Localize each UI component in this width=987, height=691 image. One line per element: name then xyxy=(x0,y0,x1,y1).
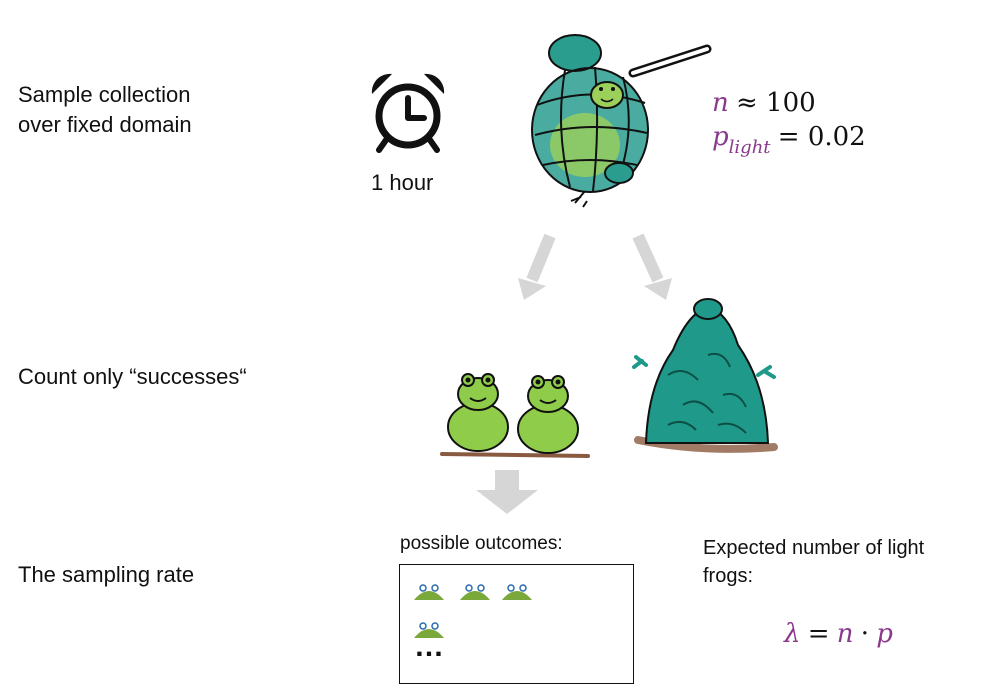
light-frog xyxy=(447,373,509,452)
row-label-sample-collection: Sample collection over fixed domain xyxy=(18,82,192,137)
n-relation: ≈ 100 xyxy=(735,88,816,118)
frog-head-icon xyxy=(414,584,444,600)
outcome-frogs xyxy=(414,584,532,638)
formula-n: n xyxy=(836,619,854,649)
timer-label: 1 hour xyxy=(371,170,434,195)
row-label-sampling-rate: The sampling rate xyxy=(18,562,195,587)
param-n: n ≈ 100 xyxy=(712,86,816,119)
formula-equals: = xyxy=(807,619,830,649)
frog-head-icon xyxy=(460,584,490,600)
formula-dot: · xyxy=(860,619,869,649)
formula-p: p xyxy=(876,619,893,649)
arrow-right xyxy=(632,233,672,300)
arrow-left xyxy=(518,233,556,300)
expected-text: Expected number of light frogs: xyxy=(703,537,925,587)
row-label-count-successes: Count only “successes“ xyxy=(18,364,247,389)
p-relation: = 0.02 xyxy=(777,122,866,152)
frog-face-in-net xyxy=(590,81,624,109)
light-frogs-illustration xyxy=(440,373,590,458)
light-frog xyxy=(517,375,579,454)
p-subscript: light xyxy=(728,137,771,158)
dark-frogs-pile-illustration xyxy=(632,298,778,453)
frog-net-illustration xyxy=(531,34,712,208)
split-arrows xyxy=(518,233,672,300)
lambda-formula: λ = n · p xyxy=(784,618,893,649)
outcomes-title: possible outcomes: xyxy=(400,533,563,554)
param-p: plight = 0.02 xyxy=(712,120,866,164)
down-arrow xyxy=(476,470,538,514)
alarm-clock-icon xyxy=(371,73,445,153)
frog-head-icon xyxy=(414,622,444,638)
n-symbol: n xyxy=(712,88,729,118)
frog-head-icon xyxy=(502,584,532,600)
outcomes-box xyxy=(399,564,634,684)
outcomes-ellipsis: … xyxy=(414,630,446,663)
lambda-symbol: λ xyxy=(784,619,801,649)
p-symbol: p xyxy=(712,122,729,152)
